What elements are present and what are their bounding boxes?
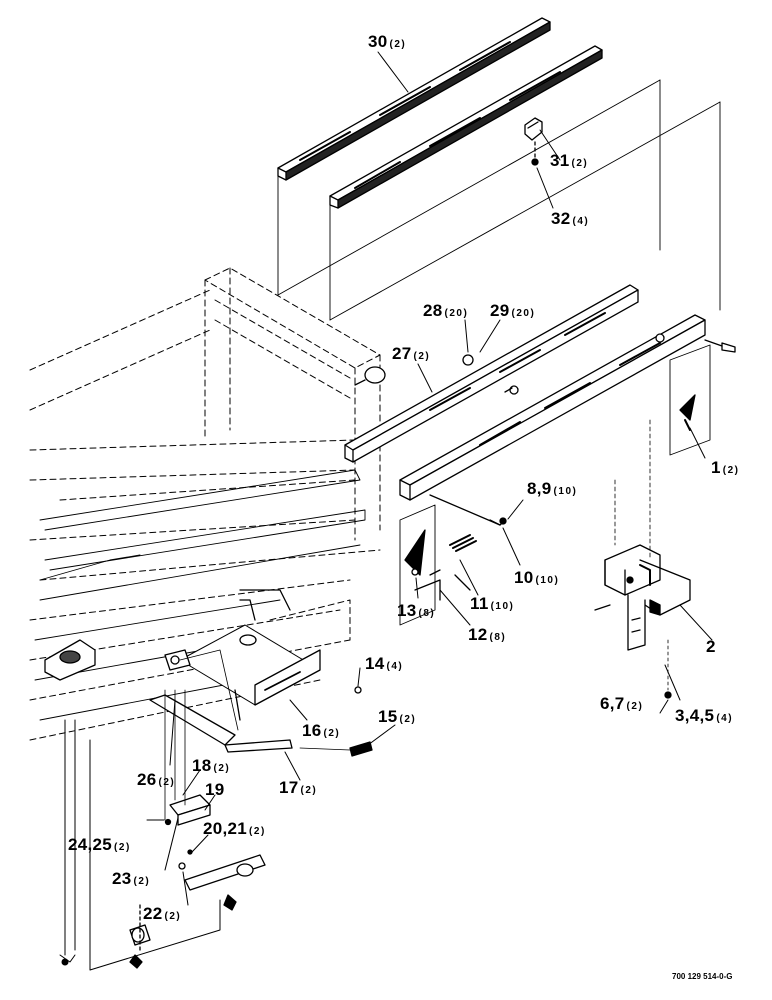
rail-30-upper	[277, 17, 551, 181]
callout-27: 27(2)	[392, 344, 431, 363]
callout-19: 19	[205, 780, 225, 799]
screw-32-icon	[531, 158, 539, 166]
legs	[59, 719, 221, 971]
assembly-2	[594, 419, 691, 699]
plate-18-19	[164, 689, 211, 870]
link-12	[414, 579, 441, 601]
bolt-10	[429, 494, 507, 526]
frame-dashed	[29, 267, 381, 741]
callout-10: 10(10)	[514, 568, 560, 587]
callout-30: 30(2)	[368, 32, 407, 51]
callout-32: 32(4)	[551, 209, 590, 228]
callout-15: 15(2)	[378, 707, 417, 726]
callout-18: 18(2)	[192, 756, 231, 775]
callout-13: 13(8)	[397, 601, 436, 620]
callout-23: 23(2)	[112, 869, 151, 888]
panel-16	[179, 589, 362, 706]
callout-14: 14(4)	[365, 654, 404, 673]
leader-lines	[146, 51, 713, 906]
spring-11	[429, 534, 477, 591]
channel-27-front	[399, 314, 736, 501]
mount-left	[44, 639, 96, 681]
callout-8-9: 8,9(10)	[527, 479, 578, 498]
callout-17: 17(2)	[279, 778, 318, 797]
bracket-13	[399, 504, 436, 626]
arm-17	[149, 649, 293, 753]
channel-27-back	[344, 284, 639, 463]
callout-20-21: 20,21(2)	[203, 819, 266, 838]
document-number: 700 129 514-0-G	[672, 972, 733, 981]
panel-outline	[277, 79, 721, 321]
callout-16: 16(2)	[302, 721, 341, 740]
callout-26: 26(2)	[137, 770, 176, 789]
shaft-22	[129, 854, 266, 969]
callout-31: 31(2)	[550, 151, 589, 170]
latch-1	[669, 344, 711, 456]
callout-22: 22(2)	[143, 904, 182, 923]
callout-12: 12(8)	[468, 625, 507, 644]
clip-31	[524, 117, 543, 166]
callout-29: 29(20)	[490, 301, 536, 320]
callout-6-7: 6,7(2)	[600, 694, 644, 713]
callout-28: 28(20)	[423, 301, 469, 320]
callout-2: 2	[706, 637, 716, 656]
callout-11: 11(10)	[470, 594, 515, 613]
roller	[354, 366, 386, 386]
handle-15	[299, 741, 373, 757]
callout-1: 1(2)	[711, 458, 740, 477]
callout-3-4-5: 3,4,5(4)	[675, 706, 734, 725]
callout-24-25: 24,25(2)	[68, 835, 131, 854]
conveyor-slats	[34, 469, 366, 721]
